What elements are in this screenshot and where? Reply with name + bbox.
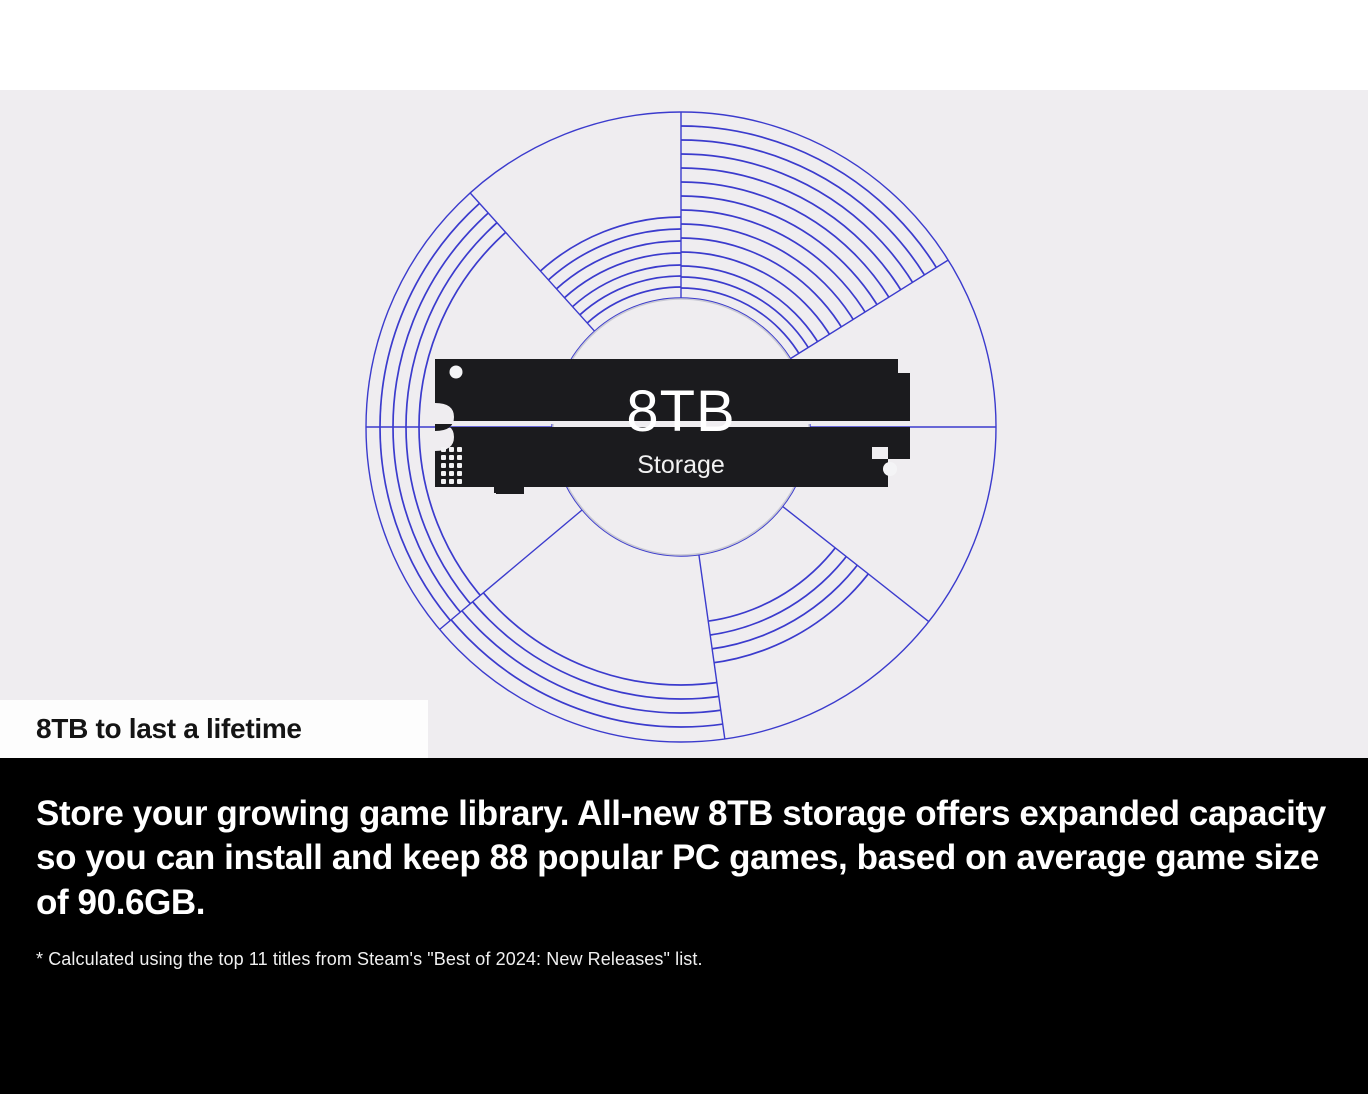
footnote-text: * Calculated using the top 11 titles fro… [36,949,703,970]
contact-pad-grid-icon [441,447,462,484]
ssd-stick-icon [435,359,910,494]
description-block: Store your growing game library. All-new… [0,758,1368,990]
segment-fill-bottom-left [439,427,725,728]
page-title: 8TB to last a lifetime [36,713,302,744]
screw-hole-icon [883,462,897,476]
ssd-split-line [435,421,910,424]
headline-chip: 8TB to last a lifetime [0,700,428,758]
ssd-bottom-tab [496,487,524,494]
ssd-lower-shell [435,423,910,493]
bottom-fill [0,990,1368,1094]
ssd-upper-shell [435,359,910,431]
description-text: Store your growing game library. All-new… [36,794,1326,922]
segment-dividers [366,112,996,739]
screw-hole-icon [449,365,463,379]
storage-radial-diagram [365,111,997,743]
